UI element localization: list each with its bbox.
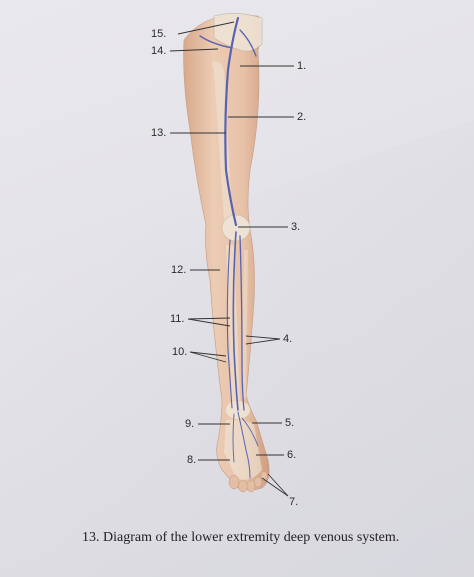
leader-10b	[189, 351, 227, 363]
label-8: 8.	[187, 454, 197, 466]
leader-11a	[187, 317, 231, 320]
label-15: 15.	[151, 28, 167, 40]
label-12: 12.	[171, 264, 187, 276]
leader-14	[169, 48, 219, 52]
label-9: 9.	[185, 418, 195, 430]
label-11: 11.	[170, 313, 185, 325]
label-2: 2.	[297, 111, 307, 123]
leader-15	[177, 21, 235, 35]
leader-11b	[187, 318, 231, 327]
toes	[228, 471, 268, 493]
label-6: 6.	[287, 449, 297, 461]
deep-veins	[199, 16, 259, 479]
label-3: 3.	[291, 221, 301, 233]
leader-lines	[169, 21, 294, 497]
leader-4b	[245, 338, 281, 345]
label-4: 4.	[283, 333, 293, 345]
caption-number: 13.	[82, 530, 100, 545]
label-5: 5.	[285, 417, 295, 429]
label-1: 1.	[297, 60, 307, 72]
pelvis-bone	[213, 13, 263, 52]
figure-caption: 13. Diagram of the lower extremity deep …	[82, 530, 399, 546]
caption-text: Diagram of the lower extremity deep veno…	[103, 530, 400, 545]
label-10: 10.	[172, 346, 188, 358]
label-7: 7.	[289, 496, 299, 508]
leader-7b	[267, 473, 289, 497]
label-14: 14.	[151, 45, 167, 57]
label-13: 13.	[151, 127, 167, 139]
leader-4a	[245, 335, 281, 340]
fibula-bone	[242, 250, 248, 398]
leader-7a	[261, 477, 289, 497]
leader-10a	[189, 351, 227, 357]
